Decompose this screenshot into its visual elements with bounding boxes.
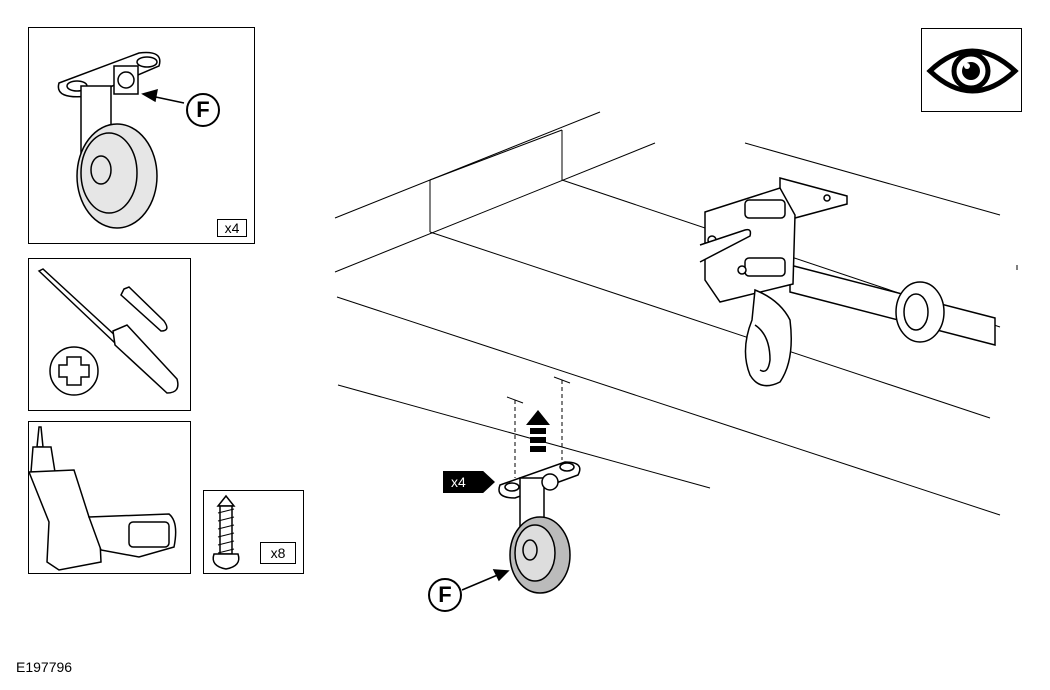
callout-f-scene: F [428,578,462,612]
callout-f-detail: F [186,93,220,127]
figure-reference: E197796 [16,659,73,675]
part-detail-panel: F x4 [28,27,255,244]
tool-panel-screwdriver [28,258,191,411]
pulley-illustration [57,51,185,229]
eye-icon [926,48,1019,94]
quantity-tag: x4 [443,471,495,493]
power-drill-icon [29,426,177,571]
view-icon-panel [921,28,1022,112]
quantity-tag-label: x4 [451,474,466,490]
tool-panel-drill [28,421,191,574]
screw-quantity-box: x8 [260,542,296,564]
phillips-screwdriver-icon [37,268,179,396]
screw-icon [212,494,240,570]
quantity-box: x4 [217,219,247,237]
fastener-panel: x8 [203,490,304,574]
